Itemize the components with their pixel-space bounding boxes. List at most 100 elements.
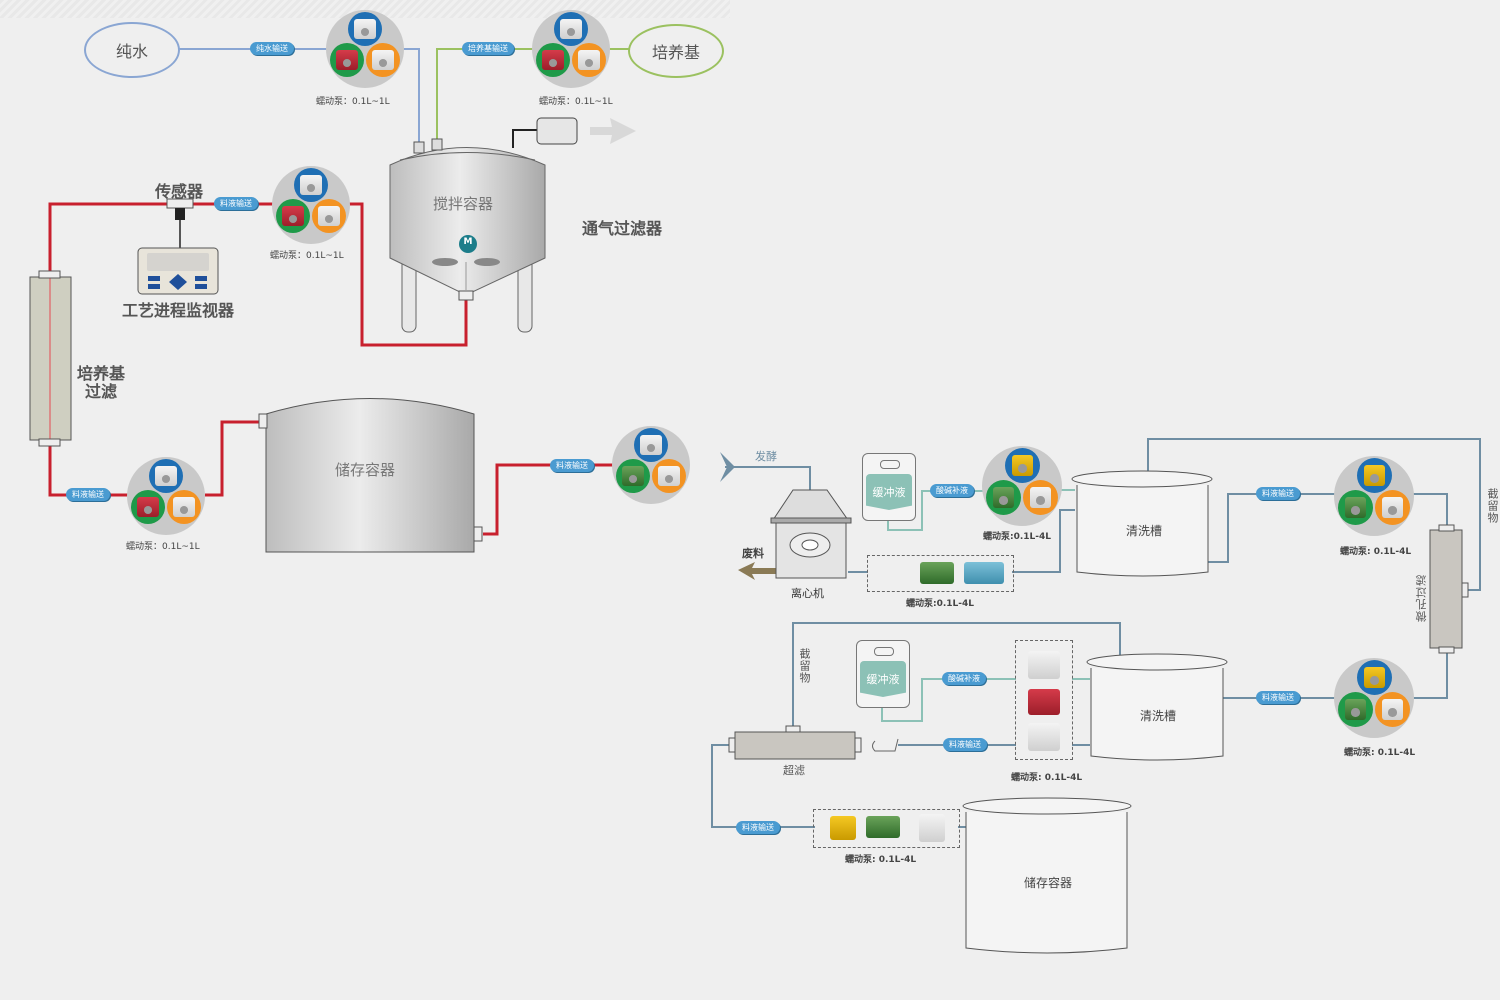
wash-tank-2: [1086, 653, 1228, 761]
motor-icon: M: [463, 237, 473, 247]
pump-icon: [1375, 692, 1410, 727]
wash-tank-1: [1071, 470, 1213, 577]
microfiltration-column: [1429, 524, 1469, 654]
pump-caption-centrifuge: 蠕动泵:0.1L-4L: [906, 599, 975, 609]
pipe-centrifuge-to-wash: [1012, 509, 1075, 573]
pump-cluster-storage-out: [612, 426, 690, 504]
pump-caption-wash1: 蠕动泵: 0.1L-4L: [1340, 547, 1412, 557]
buffer-bag-2: 缓冲液: [856, 640, 910, 708]
pump-icon: [348, 12, 382, 46]
pump-icon: [312, 199, 346, 233]
waste-label: 废料: [742, 547, 764, 560]
pump-group-centrifuge: [867, 555, 1014, 592]
pump-icon: [294, 168, 328, 202]
wash-tank-2-label: 清洗槽: [1140, 709, 1177, 723]
bag-handle: [880, 460, 900, 469]
pump-icon: [366, 43, 400, 77]
waste-arrow-icon: [738, 562, 776, 580]
pipe-mf-to-pump2: [1412, 652, 1448, 699]
pump-icon: [167, 490, 201, 524]
pump-caption-buffer1: 蠕动泵:0.1L-4L: [983, 532, 1052, 542]
pipe-pump-to-mf: [1412, 493, 1448, 528]
pump-caption-medium: 蠕动泵：0.1L~1L: [539, 97, 613, 107]
header-stripes: [0, 0, 730, 18]
pump-group-storage: [813, 809, 960, 848]
pump-cluster-wash1: [1334, 456, 1414, 536]
pump-icon: [986, 480, 1021, 515]
pump-cluster-wash2: [1334, 658, 1414, 738]
pump-caption-wash2: 蠕动泵: 0.1L-4L: [1344, 748, 1416, 758]
fermentation-label: 发酵: [755, 450, 777, 463]
tag-liquid-wash2: 料液输送: [1256, 691, 1300, 704]
pump-icon: [149, 459, 183, 493]
pump-icon: [330, 43, 364, 77]
tag-medium-transfer: 培养基输送: [462, 42, 514, 55]
pump-cluster-water: [326, 10, 404, 88]
pump-cluster-sensor: [272, 166, 350, 244]
pump-icon: [1028, 651, 1060, 679]
pipe-medium-to-vessel: [436, 48, 535, 142]
pump-icon: [616, 459, 650, 493]
pump-icon: [572, 43, 606, 77]
pump-caption-water: 蠕动泵：0.1L~1L: [316, 97, 390, 107]
culture-medium-source: 培养基: [628, 24, 724, 78]
centrifuge: [770, 489, 852, 579]
storage-vessel: [258, 398, 483, 553]
tag-acid-base-1: 酸碱补液: [930, 484, 974, 497]
pipe-red-vessel-bottom: [345, 202, 468, 347]
pump-icon: [634, 428, 668, 462]
pump-icon: [276, 199, 310, 233]
tag-liquid-transfer-sensor: 料液输送: [214, 197, 258, 210]
pipe-red-filter-top: [48, 202, 276, 272]
mixing-vessel-label: 搅拌容器: [433, 195, 494, 213]
pipe-retentate-uf: [792, 622, 1121, 726]
centrifuge-label: 离心机: [791, 587, 824, 600]
wash-tank-1-label: 清洗槽: [1126, 524, 1163, 538]
pump-icon: [1357, 660, 1392, 695]
sensor-label: 传感器: [155, 182, 204, 201]
tag-liquid-wash1: 料液输送: [1256, 487, 1300, 500]
vent-filter-label: 通气过滤器: [582, 219, 663, 238]
pump-cluster-buffer1: [982, 446, 1062, 526]
tag-liquid-storage: 料液输送: [736, 821, 780, 834]
tag-liquid-uf: 料液输送: [943, 738, 987, 751]
mixing-vessel: [389, 138, 546, 333]
pure-water-source: 纯水: [84, 22, 180, 78]
storage-container-2-label: 储存容器: [1024, 876, 1073, 890]
medium-filter-column: [29, 270, 72, 447]
vent-filter-box: [536, 117, 578, 145]
tag-acid-base-2: 酸碱补液: [942, 672, 986, 685]
pump-icon: [1023, 480, 1058, 515]
pipe-red-storage-out: [483, 463, 615, 536]
monitor-label: 工艺进程监视器: [122, 301, 235, 320]
pipe-retentate-loop: [1147, 438, 1481, 591]
storage-vessel-label: 储存容器: [335, 461, 396, 479]
pump-caption-sensor: 蠕动泵：0.1L~1L: [270, 251, 344, 261]
retentate-label-1: 截留物: [1486, 488, 1499, 524]
sensor-probe: [175, 208, 185, 220]
pump-icon: [1028, 689, 1060, 715]
pipe-wash1-out: [1208, 493, 1338, 563]
bag-handle: [874, 647, 894, 656]
pump-icon: [1005, 448, 1040, 483]
pump-cluster-medium: [532, 10, 610, 88]
pump-icon: [554, 12, 588, 46]
pump-icon: [652, 459, 686, 493]
pump-icon: [830, 816, 856, 840]
tag-liquid-transfer-filter: 料液输送: [66, 488, 110, 501]
buffer-bag-1: 缓冲液: [862, 453, 916, 521]
pump-icon: [919, 814, 945, 842]
pump-icon: [1338, 490, 1373, 525]
pump-icon: [1028, 723, 1060, 751]
pump-icon: [866, 816, 900, 838]
retentate-label-2: 截留物: [798, 648, 811, 684]
medium-filter-label: 培养基 过滤: [77, 364, 126, 401]
pump-icon: [1357, 458, 1392, 493]
pump-caption-storage: 蠕动泵: 0.1L-4L: [845, 855, 917, 865]
pipe-vent: [512, 129, 537, 148]
storage-container-2: [962, 797, 1132, 954]
process-monitor: [137, 247, 219, 295]
tag-pure-water-transfer: 纯水输送: [250, 42, 294, 55]
pump-group-buffer2: [1015, 640, 1073, 760]
